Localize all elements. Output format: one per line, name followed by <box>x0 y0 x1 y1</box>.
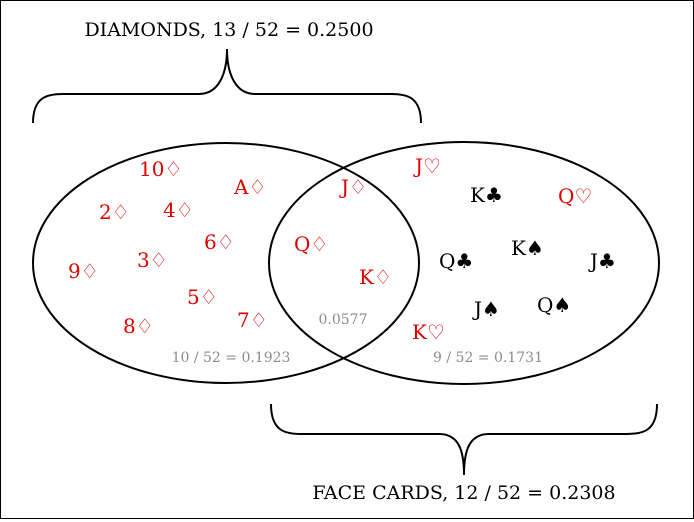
card-king-hearts: K♡ <box>412 320 445 344</box>
card-jack-clubs: J♣ <box>588 249 616 273</box>
diamonds-label: DIAMONDS, 13 / 52 = 0.2500 <box>84 19 373 41</box>
card-queen-spades: Q♠ <box>537 293 571 317</box>
card-6-diamonds: 6♢ <box>204 230 235 254</box>
card-queen-diamonds: Q♢ <box>294 232 328 256</box>
card-4-diamonds: 4♢ <box>163 198 194 222</box>
card-8-diamonds: 8♢ <box>123 314 154 338</box>
card-5-diamonds: 5♢ <box>187 285 218 309</box>
card-king-diamonds: K♢ <box>359 265 392 289</box>
card-9-diamonds: 9♢ <box>68 259 99 283</box>
face-cards-circle <box>268 141 660 385</box>
card-2-diamonds: 2♢ <box>99 200 130 224</box>
diamonds-brace <box>32 48 422 124</box>
card-jack-spades: J♠ <box>472 297 500 321</box>
card-jack-hearts: J♡ <box>413 154 441 178</box>
intersection-probability: 0.0577 <box>319 312 368 328</box>
card-ace-diamonds: A♢ <box>233 175 266 199</box>
card-7-diamonds: 7♢ <box>237 308 268 332</box>
diamonds-only-probability: 10 / 52 = 0.1923 <box>172 350 291 366</box>
card-queen-clubs: Q♣ <box>439 249 473 273</box>
card-3-diamonds: 3♢ <box>137 248 168 272</box>
card-10-diamonds: 10♢ <box>139 157 182 181</box>
face-only-probability: 9 / 52 = 0.1731 <box>433 350 543 366</box>
card-queen-hearts: Q♡ <box>558 184 592 208</box>
face-cards-brace <box>270 403 658 476</box>
card-jack-diamonds: J♢ <box>339 175 367 199</box>
card-king-clubs: K♣ <box>470 183 503 207</box>
card-king-spades: K♠ <box>511 236 544 260</box>
face-cards-label: FACE CARDS, 12 / 52 = 0.2308 <box>312 482 615 504</box>
diamonds-circle <box>32 142 420 384</box>
